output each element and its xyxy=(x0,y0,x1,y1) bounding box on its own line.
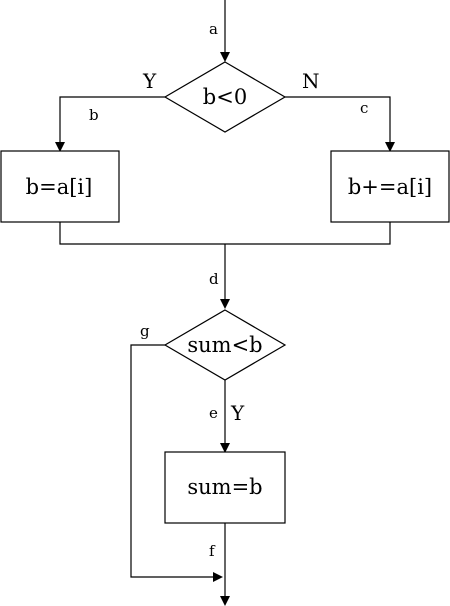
edge-b-line xyxy=(55,96,165,152)
process-b-equals-label: b=a[i] xyxy=(26,175,93,199)
process-sum-equals-label: sum=b xyxy=(187,475,262,499)
edge-label-f: f xyxy=(209,542,216,560)
edge-label-d: d xyxy=(209,270,219,288)
branch-label-no-right: N xyxy=(302,69,320,93)
merge-line xyxy=(59,222,391,245)
decision-sum-lt-b-label: sum<b xyxy=(187,333,262,357)
edge-label-e: e xyxy=(209,404,218,422)
decision-b-lt-0-label: b<0 xyxy=(203,85,247,109)
edge-label-g: g xyxy=(140,322,150,340)
edge-label-a: a xyxy=(209,20,218,38)
process-b-plus-equals-box xyxy=(330,150,450,223)
decision-b-lt-0-diamond xyxy=(163,61,287,133)
branch-label-yes-down: Y xyxy=(230,401,245,425)
edge-c-line xyxy=(285,96,395,152)
edge-label-c: c xyxy=(360,99,368,117)
process-b-equals-box xyxy=(0,150,120,223)
process-b-plus-equals-label: b+=a[i] xyxy=(348,175,432,199)
edge-g-line xyxy=(130,344,223,582)
branch-label-yes-left: Y xyxy=(142,69,157,93)
edge-label-b: b xyxy=(89,106,99,124)
process-sum-equals-box xyxy=(164,451,286,524)
